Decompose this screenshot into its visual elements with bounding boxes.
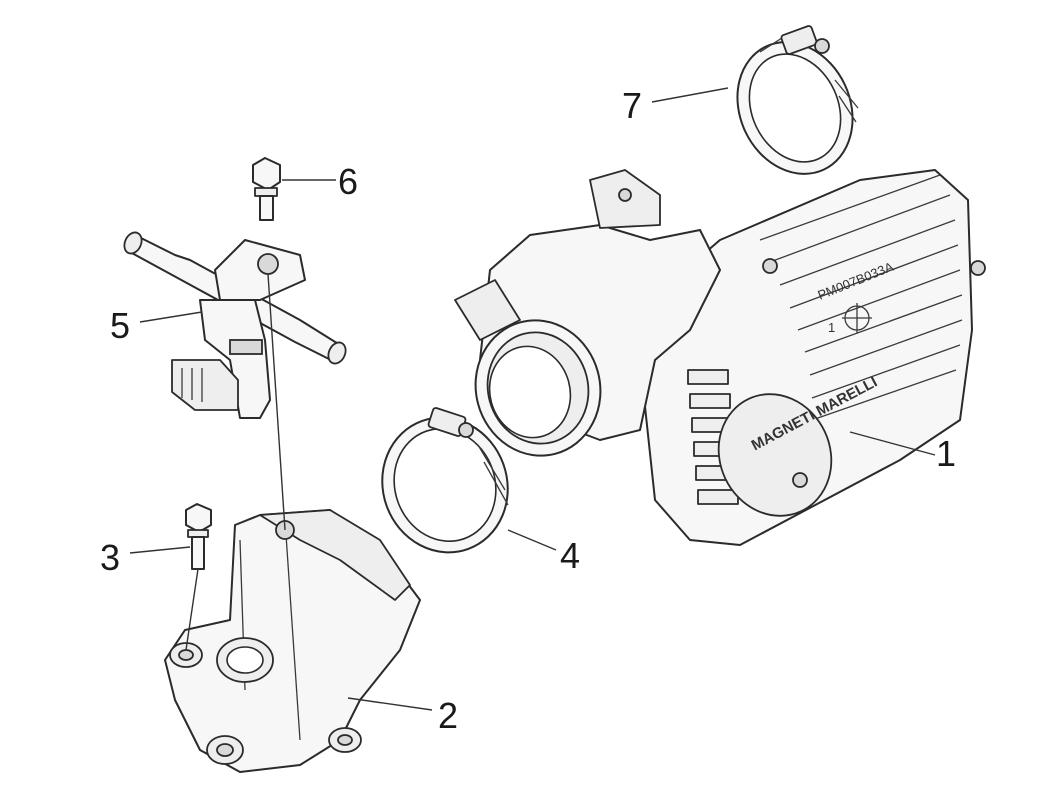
throttle-body: MAGNETI MARELLI PM007B033A 1	[454, 169, 986, 546]
callout-3: 3	[100, 537, 120, 578]
leader-line-2	[347, 697, 433, 711]
bolt-manifold	[185, 503, 212, 570]
body-mark: 1	[828, 320, 835, 335]
callout-4: 4	[560, 535, 580, 576]
bolt-injector	[252, 157, 281, 221]
callout-7: 7	[622, 85, 642, 126]
intake-manifold	[164, 509, 421, 773]
fuel-injector-assembly	[123, 231, 347, 419]
assembly-guide-line-bolt	[185, 568, 199, 651]
hose-clamp-upper	[736, 25, 859, 175]
leader-line-7	[651, 87, 729, 103]
leader-line-4	[507, 529, 557, 551]
callout-1: 1	[936, 433, 956, 474]
leader-line-3	[129, 546, 191, 554]
leader-line-1	[849, 431, 936, 456]
assembly-guide-line	[267, 273, 286, 531]
hose-clamp-lower	[381, 407, 509, 554]
leader-line-5	[139, 311, 203, 323]
callout-5: 5	[110, 305, 130, 346]
callout-2: 2	[438, 695, 458, 736]
callout-6: 6	[338, 161, 358, 202]
